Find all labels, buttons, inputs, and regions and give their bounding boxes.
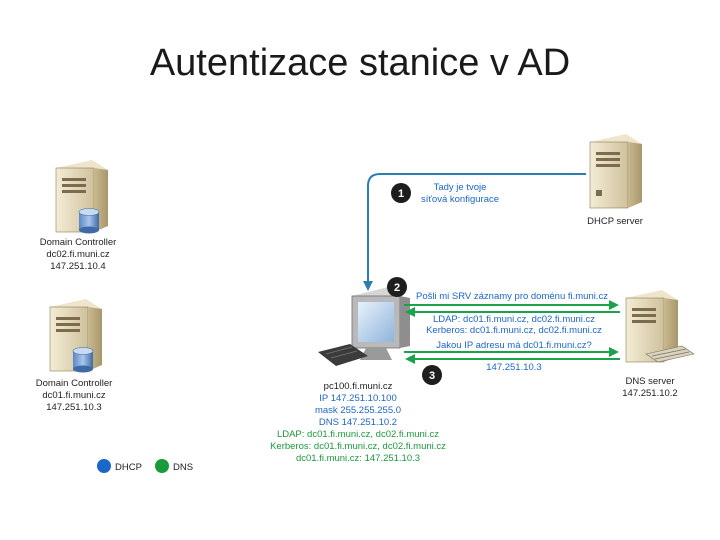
step-1-text-line-2: síťová konfigurace [421,194,499,205]
step-1-badge [391,183,411,203]
client-dc01-resolved: dc01.fi.muni.cz: 147.251.10.3 [296,453,420,464]
step-1-text-line-1: Tady je tvoje [434,182,487,193]
legend-dhcp-label: DHCP [115,462,142,473]
step-2-number: 2 [394,282,400,294]
server-icon [589,134,642,209]
client-ip: IP 147.251.10.100 [319,393,396,404]
step-1-number: 1 [398,188,404,200]
step-2-badge [387,277,407,297]
dc01-hostname: dc01.fi.muni.cz [42,390,106,401]
step-1-dhcp-config: 1 Tady je tvoje síťová konfigurace [363,173,586,291]
step-3-response-text: 147.251.10.3 [486,362,541,373]
workstation-icon [318,286,410,366]
step-2-response-kerberos: Kerberos: dc01.fi.muni.cz, dc02.fi.muni.… [426,325,602,336]
step-3-badge [422,365,442,385]
dc01-server: Domain Controller dc01.fi.muni.cz 147.25… [36,299,113,413]
client-dns: DNS 147.251.10.2 [319,417,397,428]
step-2-srv-lookup: 2 Pošli mi SRV záznamy pro doménu fi.mun… [387,277,620,336]
dc02-role-label: Domain Controller [40,237,117,248]
dc01-role-label: Domain Controller [36,378,113,389]
step-2-request-text: Pošli mi SRV záznamy pro doménu fi.muni.… [416,291,608,302]
dc02-ip: 147.251.10.4 [50,261,105,272]
step-3-a-record-lookup: 3 Jakou IP adresu má dc01.fi.muni.cz? 14… [404,340,620,385]
page-title: Autentizace stanice v AD [149,42,571,84]
dc02-server: Domain Controller dc02.fi.muni.cz 147.25… [40,160,117,272]
server-database-icon [55,160,108,234]
step-3-number: 3 [429,370,435,382]
legend-dns-swatch [155,459,169,473]
dns-server: DNS server 147.251.10.2 [622,290,695,399]
client-kerberos: Kerberos: dc01.fi.muni.cz, dc02.fi.muni.… [270,441,446,452]
legend-dhcp-swatch [97,459,111,473]
dhcp-server: DHCP server [587,134,643,227]
client-workstation: pc100.fi.muni.cz IP 147.251.10.100 mask … [270,286,446,464]
dhcp-server-label: DHCP server [587,216,643,227]
step-2-response-ldap: LDAP: dc01.fi.muni.cz, dc02.fi.muni.cz [433,314,595,325]
client-hostname: pc100.fi.muni.cz [324,381,393,392]
legend: DHCP DNS [97,459,193,473]
dns-server-ip: 147.251.10.2 [622,388,677,399]
dns-server-label: DNS server [625,376,674,387]
server-network-icon [625,290,695,363]
dc02-hostname: dc02.fi.muni.cz [46,249,110,260]
dhcp-config-arrow [363,173,586,291]
step-3-request-text: Jakou IP adresu má dc01.fi.muni.cz? [436,340,592,351]
server-database-icon [49,299,102,373]
dc01-ip: 147.251.10.3 [46,402,101,413]
client-ldap: LDAP: dc01.fi.muni.cz, dc02.fi.muni.cz [277,429,439,440]
client-mask: mask 255.255.255.0 [315,405,401,416]
legend-dns-label: DNS [173,462,193,473]
